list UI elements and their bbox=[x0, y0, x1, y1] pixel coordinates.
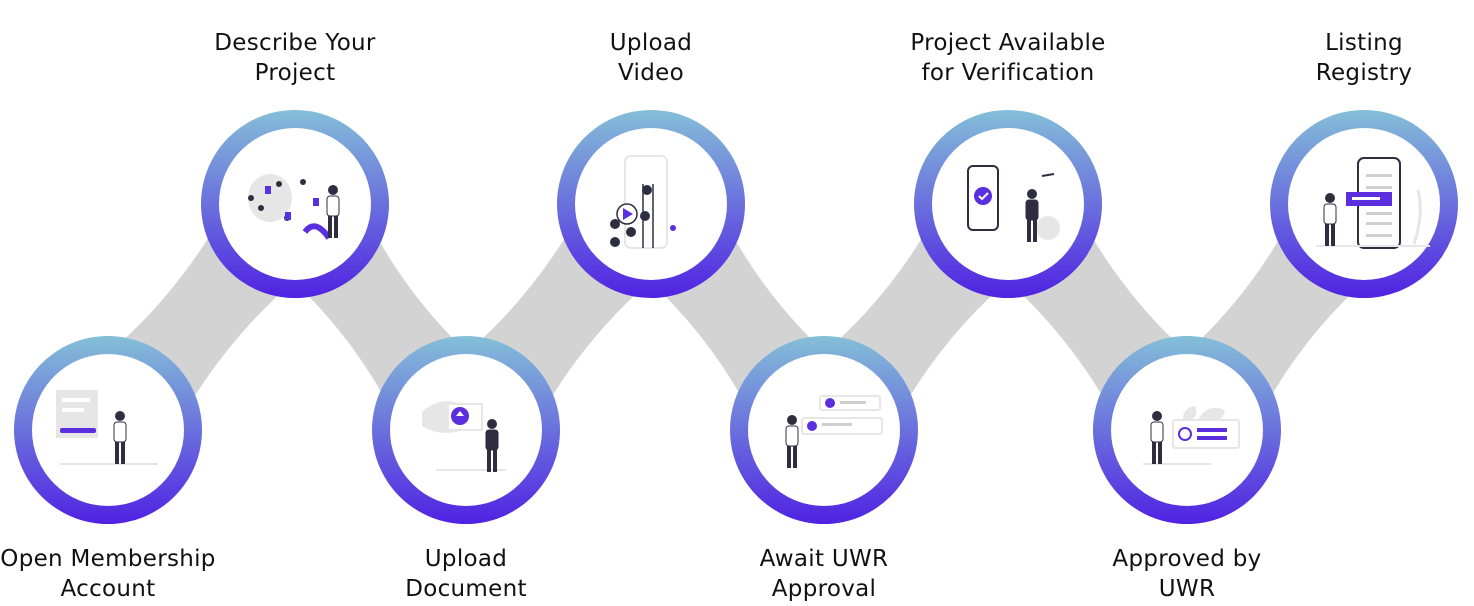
label-line: Registry bbox=[1315, 60, 1413, 86]
upload-document-icon bbox=[422, 401, 506, 472]
label-line: Describe Your bbox=[214, 30, 376, 56]
label-line: Document bbox=[405, 576, 527, 602]
label-line: Upload bbox=[424, 546, 508, 572]
step-4-node bbox=[557, 110, 745, 298]
step-5-label: Await UWR Approval bbox=[704, 544, 944, 604]
step-6-label: Project Available for Verification bbox=[888, 28, 1128, 88]
label-line: Project Available bbox=[910, 30, 1106, 56]
label-line: UWR bbox=[1158, 576, 1216, 602]
label-line: Account bbox=[60, 576, 156, 602]
step-6-node bbox=[914, 110, 1102, 298]
step-inner bbox=[32, 354, 184, 506]
label-line: Approved by bbox=[1112, 546, 1262, 572]
step-7-label: Approved by UWR bbox=[1067, 544, 1307, 604]
step-7-node bbox=[1093, 336, 1281, 524]
step-3-node bbox=[372, 336, 560, 524]
step-5-node bbox=[730, 336, 918, 524]
step-1-node bbox=[14, 336, 202, 524]
project-map-icon bbox=[248, 174, 340, 240]
upload-video-icon bbox=[610, 155, 676, 249]
label-line: Listing bbox=[1325, 30, 1403, 56]
await-approval-icon bbox=[785, 395, 883, 468]
label-line: Upload bbox=[609, 30, 693, 56]
listing-registry-icon bbox=[1316, 157, 1430, 249]
label-line: Video bbox=[618, 60, 684, 86]
step-8-node bbox=[1270, 110, 1458, 298]
label-line: Approval bbox=[771, 576, 877, 602]
label-line: Await UWR bbox=[759, 546, 889, 572]
step-inner bbox=[932, 128, 1084, 280]
membership-form-icon bbox=[56, 390, 158, 465]
label-line: Open Membership bbox=[0, 546, 216, 572]
label-line: for Verification bbox=[921, 60, 1095, 86]
approved-check-icon bbox=[1143, 406, 1240, 465]
step-inner bbox=[219, 128, 371, 280]
verification-phone-icon bbox=[967, 165, 1060, 242]
label-line: Project bbox=[254, 60, 336, 86]
step-2-node bbox=[201, 110, 389, 298]
